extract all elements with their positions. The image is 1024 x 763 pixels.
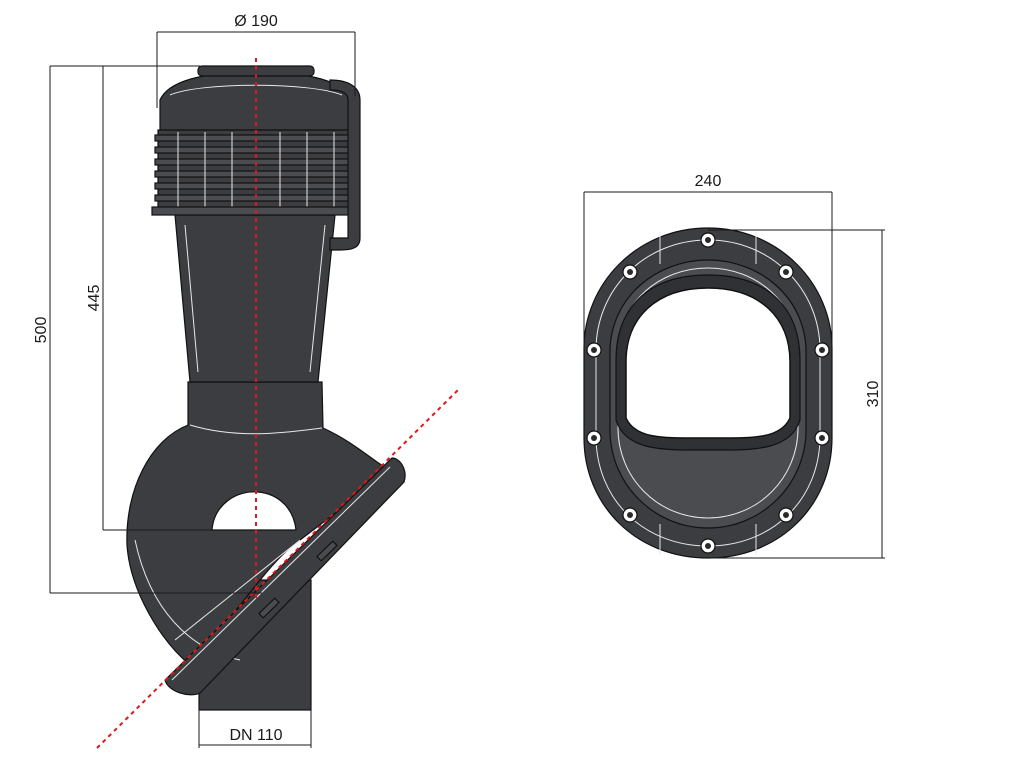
- side-handle: [329, 79, 361, 251]
- bolt: [622, 507, 638, 523]
- dim-diameter-label: Ø 190: [234, 13, 278, 30]
- side-view: Ø 190 500 445 DN 110: [33, 13, 459, 749]
- dim-height-label: 310: [865, 381, 882, 408]
- dim-main-height-label: 445: [86, 285, 103, 312]
- dim-height: 310: [708, 229, 885, 559]
- bolt: [778, 507, 794, 523]
- roof-flange-side: [164, 457, 406, 696]
- bolt: [814, 342, 830, 358]
- dim-total-height-label: 500: [33, 317, 50, 344]
- joint-cutout: [211, 491, 297, 531]
- bolt: [700, 538, 716, 554]
- dim-width: 240: [583, 173, 833, 348]
- flange-bolts: [586, 232, 830, 554]
- dim-pipe: DN 110: [198, 705, 312, 748]
- bolt: [814, 430, 830, 446]
- bolt: [778, 264, 794, 280]
- bolt: [586, 430, 602, 446]
- dim-total-height: 500: [33, 65, 262, 594]
- dim-pipe-label: DN 110: [229, 727, 282, 744]
- bolt: [586, 342, 602, 358]
- bolt: [700, 232, 716, 248]
- dim-width-label: 240: [695, 173, 722, 190]
- bolt: [622, 264, 638, 280]
- dim-main-height: 445: [86, 66, 212, 531]
- flange-view: 240 310: [583, 173, 885, 559]
- dim-diameter: Ø 190: [156, 13, 356, 108]
